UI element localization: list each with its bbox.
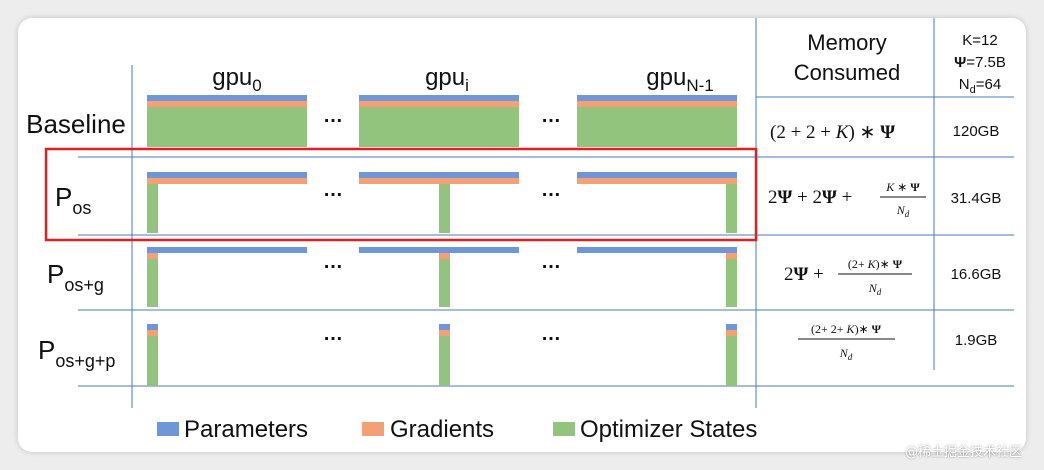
bar-posgp-optimizer-2 — [726, 336, 737, 386]
ellipsis-0-1: … — [541, 105, 561, 127]
legend-label-optimizer-states: Optimizer States — [580, 416, 757, 443]
bar-posg-optimizer-0 — [147, 259, 158, 307]
bar-posg-optimizer-1 — [439, 259, 450, 307]
ellipsis-2-1: … — [541, 251, 561, 273]
watermark: @稀土掘金技术社区 — [904, 445, 1022, 460]
row-label-pos: Pos — [55, 182, 91, 218]
formula-pos-g: 2Ψ + (2+ K)∗ Ψ Nd — [784, 257, 912, 297]
svg-text:2Ψ + 2Ψ +: 2Ψ + 2Ψ + — [768, 187, 852, 208]
memory-value-pos: 31.4GB — [951, 190, 1002, 207]
row-label-baseline: Baseline — [26, 109, 126, 139]
bar-pos-grads-2 — [577, 178, 737, 184]
gpu-0-header: gpu0 — [212, 64, 262, 95]
memory-value-pos-g: 16.6GB — [951, 266, 1002, 283]
param-nd: Nd=64 — [959, 76, 1001, 96]
bar-baseline-optimizer-0 — [147, 107, 307, 147]
gpu-memory-bars — [147, 95, 737, 386]
bar-posg-grads-1 — [439, 253, 450, 259]
formula-pos: 2Ψ + 2Ψ + K ∗ Ψ Nd — [768, 180, 926, 219]
bar-baseline-grads-0 — [147, 101, 307, 107]
bar-baseline-params-0 — [147, 95, 307, 101]
bar-posgp-grads-2 — [726, 330, 737, 336]
bar-posg-params-0 — [147, 247, 307, 253]
legend-label-gradients: Gradients — [390, 416, 494, 443]
memory-header-line2: Consumed — [794, 60, 900, 85]
svg-text:(2+ 2+ K)∗ Ψ: (2+ 2+ K)∗ Ψ — [811, 322, 882, 336]
bar-baseline-grads-1 — [359, 101, 519, 107]
svg-text:(2 + 2 + K) ∗ Ψ: (2 + 2 + K) ∗ Ψ — [770, 122, 895, 143]
formula-baseline: (2 + 2 + K) ∗ Ψ — [770, 122, 895, 143]
gpu-n-1-header: gpuN-1 — [646, 64, 713, 95]
memory-value-pos-g-p: 1.9GB — [955, 332, 998, 349]
ellipsis-2-0: … — [323, 251, 343, 273]
bar-pos-optimizer-0 — [147, 184, 158, 233]
bar-posgp-grads-1 — [439, 330, 450, 336]
formula-pos-g-p: (2+ 2+ K)∗ Ψ Nd — [798, 322, 895, 362]
gpu-i-header: gpui — [425, 64, 469, 95]
bar-posgp-grads-0 — [147, 330, 158, 336]
param-psi: Ψ=7.5B — [954, 54, 1006, 71]
ellipsis-1-0: … — [323, 179, 343, 201]
bar-pos-grads-1 — [359, 178, 519, 184]
bar-pos-grads-0 — [147, 178, 307, 184]
bar-pos-params-2 — [577, 172, 737, 178]
bar-baseline-optimizer-2 — [577, 107, 737, 147]
bar-baseline-optimizer-1 — [359, 107, 519, 147]
bar-posgp-params-0 — [147, 324, 158, 330]
param-k: K=12 — [962, 32, 997, 49]
svg-text:Nd: Nd — [868, 281, 882, 297]
bar-pos-params-1 — [359, 172, 519, 178]
bar-posg-grads-0 — [147, 253, 158, 259]
bar-posgp-optimizer-0 — [147, 336, 158, 386]
svg-text:Nd: Nd — [896, 203, 910, 219]
ellipsis-1-1: … — [541, 179, 561, 201]
params-header: K=12 Ψ=7.5B Nd=64 — [954, 32, 1006, 96]
bar-baseline-params-2 — [577, 95, 737, 101]
row-label-pos-g: Pos+g — [47, 259, 104, 295]
ellipses: … … … … … … … … — [323, 105, 561, 345]
row-label-pos-g-p: Pos+g+p — [38, 335, 115, 371]
bar-pos-optimizer-1 — [439, 184, 450, 233]
memory-header-line1: Memory — [807, 30, 886, 55]
memory-value-baseline: 120GB — [953, 123, 1000, 140]
legend-swatch-optimizer-states — [553, 422, 575, 436]
highlight-box — [44, 147, 758, 242]
bar-posg-grads-2 — [726, 253, 737, 259]
ellipsis-0-0: … — [323, 105, 343, 127]
bar-posg-params-1 — [359, 247, 519, 253]
bar-baseline-grads-2 — [577, 101, 737, 107]
gpu-headers: gpu0 gpui gpuN-1 — [212, 64, 713, 95]
bar-posgp-params-2 — [726, 324, 737, 330]
legend: Parameters Gradients Optimizer States — [157, 416, 757, 443]
legend-swatch-gradients — [362, 422, 384, 436]
legend-swatch-parameters — [157, 422, 179, 436]
legend-label-parameters: Parameters — [184, 416, 308, 443]
bar-baseline-params-1 — [359, 95, 519, 101]
bar-posgp-params-1 — [439, 324, 450, 330]
ellipsis-3-1: … — [541, 323, 561, 345]
bar-pos-optimizer-2 — [726, 184, 737, 233]
svg-text:Nd: Nd — [839, 346, 853, 362]
bar-posg-params-2 — [577, 247, 737, 253]
bar-pos-params-0 — [147, 172, 307, 178]
ellipsis-3-0: … — [323, 323, 343, 345]
svg-text:K ∗ Ψ: K ∗ Ψ — [885, 180, 920, 194]
svg-text:(2+ K)∗ Ψ: (2+ K)∗ Ψ — [848, 257, 903, 271]
bar-posgp-optimizer-1 — [439, 336, 450, 386]
svg-text:2Ψ +: 2Ψ + — [784, 264, 824, 285]
bar-posg-optimizer-2 — [726, 259, 737, 307]
